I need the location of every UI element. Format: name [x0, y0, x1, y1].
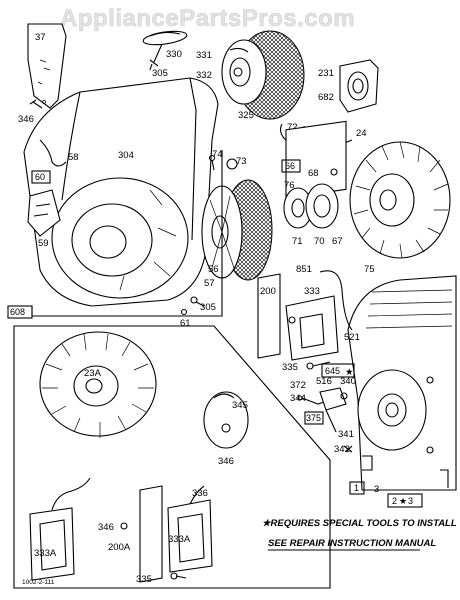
screw-305-top-icon — [149, 59, 159, 71]
label-516: 516 — [316, 376, 332, 387]
screw-74-icon — [208, 154, 216, 171]
label-682: 682 — [318, 92, 334, 103]
star-icon: ★ — [399, 496, 407, 506]
label-372: 372 — [290, 380, 306, 391]
label-325: 325 — [238, 110, 254, 121]
label-76: 76 — [284, 180, 295, 191]
ground-wire-851 — [319, 270, 353, 331]
cam-345 — [203, 391, 249, 449]
label-304: 304 — [118, 150, 134, 161]
label-330: 330 — [166, 49, 182, 60]
label-68: 68 — [308, 168, 319, 179]
box-60 — [31, 170, 51, 184]
label-346-low: 346 — [98, 522, 114, 533]
label-346-mid: 346 — [218, 456, 234, 467]
label-521: 521 — [344, 332, 360, 343]
label-72: 72 — [287, 122, 298, 133]
flywheel-23A — [39, 331, 157, 438]
label-75: 75 — [364, 264, 375, 275]
label-345: 345 — [232, 400, 248, 411]
label-336: 336 — [192, 488, 208, 499]
label-200A: 200A — [108, 542, 131, 553]
box-2-3 — [387, 493, 423, 508]
screw-335-low-icon — [170, 572, 187, 580]
armature-333A-left — [29, 477, 91, 581]
label-851: 851 — [296, 264, 312, 275]
wire-58 — [39, 139, 67, 167]
label-74: 74 — [212, 149, 223, 160]
label-344: 344 — [290, 393, 306, 404]
box-1 — [349, 481, 365, 495]
label-335-mid: 335 — [282, 362, 298, 373]
repair-manual-note: SEE REPAIR INSTRUCTION MANUAL — [268, 538, 436, 549]
screw-346-top-icon — [29, 99, 43, 109]
rod-341 — [325, 409, 337, 433]
label-333: 333 — [304, 286, 320, 297]
box-66 — [281, 159, 301, 173]
pulley-231 — [339, 59, 379, 113]
shield-200 — [257, 273, 281, 359]
label-231: 231 — [318, 68, 334, 79]
drawing-code: 1002-2-111 — [22, 579, 55, 586]
box-608 — [7, 305, 33, 319]
label-333A-right: 333A — [168, 534, 191, 545]
engine-block — [347, 275, 457, 491]
label-645: 645 — [325, 366, 340, 376]
spring-342-icon — [343, 445, 353, 453]
alternate-parts-frame — [13, 325, 331, 589]
air-guide-37 — [27, 23, 67, 109]
box-645 — [321, 363, 355, 378]
nut-61-icon — [180, 308, 188, 316]
label-1: 1 — [354, 483, 359, 493]
rotating-screen-325 — [221, 30, 305, 120]
armature-333 — [285, 295, 339, 361]
label-331: 331 — [196, 50, 212, 61]
label-56: 56 — [208, 264, 219, 275]
label-24: 24 — [356, 128, 367, 139]
label-70: 70 — [314, 236, 325, 247]
starter-handle-330 — [142, 30, 188, 63]
label-200: 200 — [260, 286, 276, 297]
armature-333A-right — [167, 485, 213, 573]
washer-73-icon — [226, 158, 238, 170]
label-342: 342 — [334, 444, 350, 455]
label-59: 59 — [38, 238, 49, 249]
flywheel-23 — [349, 141, 451, 259]
box-375 — [304, 411, 324, 425]
label-346-top: 346 — [18, 114, 34, 125]
label-305-mid: 305 — [200, 302, 216, 313]
label-60: 60 — [35, 172, 45, 182]
bracket-516-340 — [319, 387, 348, 411]
label-66: 66 — [285, 161, 295, 171]
label-375: 375 — [306, 413, 321, 423]
star-icon: ★ — [345, 367, 354, 378]
label-57: 57 — [204, 278, 215, 289]
label-3b: 3 — [408, 496, 413, 506]
screw-346-low-icon — [120, 522, 128, 530]
shield-200A — [139, 485, 163, 583]
label-67: 67 — [332, 236, 343, 247]
label-341: 341 — [338, 429, 354, 440]
label-23A: 23A — [84, 368, 102, 379]
label-335-low: 335 — [136, 574, 152, 585]
label-340: 340 — [340, 376, 356, 387]
screw-305-mid-icon — [190, 296, 205, 307]
label-61: 61 — [180, 318, 191, 329]
clutch-housing-66 — [283, 120, 347, 229]
special-tools-note: ★REQUIRES SPECIAL TOOLS TO INSTALL — [262, 518, 457, 529]
label-608: 608 — [10, 307, 25, 317]
blower-housing-304 — [23, 77, 219, 307]
watermark-text: AppliancePartsPros.com — [60, 5, 355, 32]
control-59 — [27, 189, 61, 237]
label-73: 73 — [236, 156, 247, 167]
label-3: 3 — [374, 484, 379, 495]
label-58: 58 — [68, 152, 79, 163]
label-333A-left: 333A — [34, 548, 57, 559]
label-2: 2 — [392, 496, 397, 506]
label-71: 71 — [292, 236, 303, 247]
label-305-top: 305 — [152, 68, 168, 79]
label-332: 332 — [196, 70, 212, 81]
label-37: 37 — [35, 32, 46, 43]
